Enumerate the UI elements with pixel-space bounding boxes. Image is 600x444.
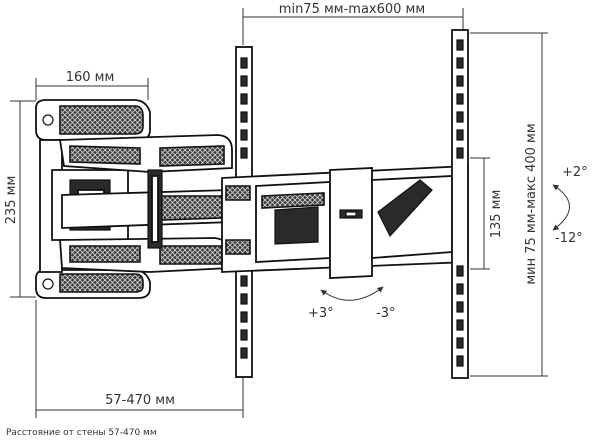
swivel-right-label: -3° — [376, 306, 395, 321]
wall-plate-height-label: 235 мм — [4, 176, 19, 225]
vesa-horizontal-label: min75 мм-max600 мм — [279, 2, 425, 17]
wall-distance-note: Расстояние от стены 57-470 мм — [6, 428, 157, 438]
tilt-up-label: +2° — [562, 165, 588, 180]
vesa-horizontal-dimension: min75 мм-max600 мм — [242, 2, 464, 45]
vesa-vertical-label: мин 75 мм-макс 400 мм — [524, 123, 539, 284]
wall-distance-dimension: 57-470 мм — [35, 300, 244, 418]
bracket-height-dimension: 135 мм — [470, 157, 504, 270]
tilt-down-label: -12° — [555, 231, 583, 246]
arm-width-label: 160 мм — [66, 70, 115, 85]
wall-distance-label: 57-470 мм — [105, 393, 175, 408]
articulating-arms — [58, 134, 233, 273]
vesa-vertical-dimension: мин 75 мм-макс 400 мм — [470, 32, 548, 377]
wall-plate-height-dimension: 235 мм — [4, 100, 36, 298]
tilt-indicator: +2° -12° — [552, 165, 588, 246]
left-rail-slots — [240, 57, 248, 359]
right-rail-slots — [456, 39, 464, 367]
swivel-left-label: +3° — [308, 306, 334, 321]
swivel-indicator: +3° -3° — [308, 286, 395, 321]
bracket-height-label: 135 мм — [489, 190, 504, 239]
tv-bracket — [221, 165, 469, 279]
arm-width-dimension: 160 мм — [35, 70, 149, 100]
right-vertical-rail — [451, 29, 469, 379]
